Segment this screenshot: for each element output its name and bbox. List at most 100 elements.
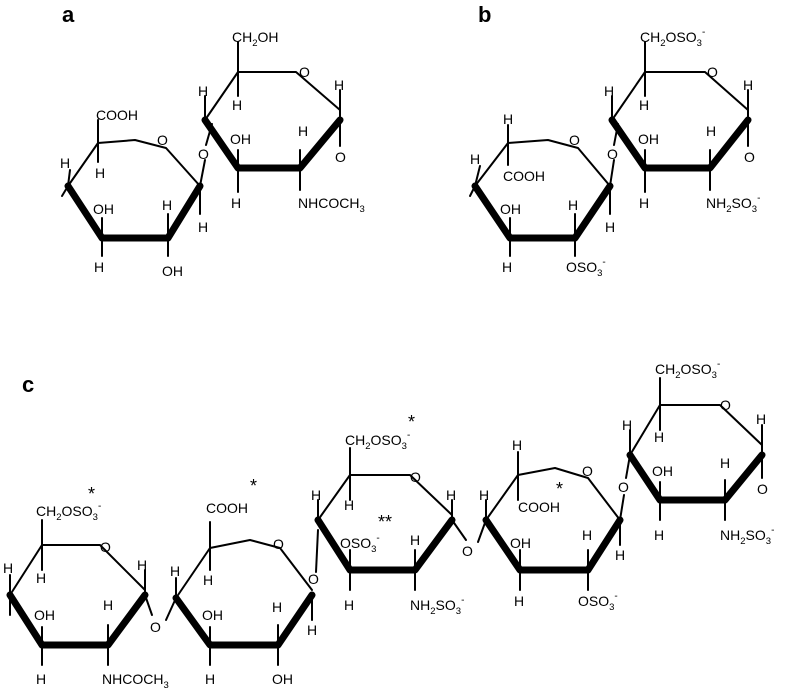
- nhcoch3-label: NHCOCH3: [298, 195, 365, 215]
- h-label: H: [198, 83, 208, 99]
- cooh-label: COOH: [518, 499, 560, 515]
- panel-c: c * CH2OSO3- O H H H OH H H NHCOCH3 O: [3, 359, 774, 690]
- anomeric-oxygen-label: O: [744, 149, 755, 165]
- h-label: H: [94, 259, 104, 275]
- sulfation-asterisk: *: [408, 412, 415, 432]
- glycosidic-oxygen-label: O: [150, 619, 161, 635]
- ring-oxygen-label: O: [720, 397, 731, 413]
- panel-c-ring-3: [314, 447, 467, 591]
- h-label: H: [512, 437, 522, 453]
- glycosidic-oxygen-label: O: [198, 146, 209, 162]
- h-label: H: [3, 560, 13, 576]
- h-label: H: [205, 671, 215, 687]
- cooh-label: COOH: [503, 168, 545, 184]
- oh-label: OH: [230, 131, 251, 147]
- oh-label: OH: [510, 535, 531, 551]
- h-label: H: [654, 527, 664, 543]
- ring-oxygen-label: O: [582, 463, 593, 479]
- h-label: H: [36, 570, 46, 586]
- ch2oso3-label: CH2OSO3-: [640, 27, 705, 49]
- h-label: H: [582, 527, 592, 543]
- h-label: H: [170, 563, 180, 579]
- sulfation-asterisk: *: [250, 476, 257, 496]
- ch2oso3-label: CH2OSO3-: [345, 430, 410, 452]
- h-label: H: [232, 97, 242, 113]
- panel-b: b H H COOH O OH H H H OSO3- O: [469, 2, 760, 279]
- panel-b-glucosamine-ring: [608, 41, 752, 193]
- h-label: H: [514, 593, 524, 609]
- panel-a-uronic-ring: [61, 119, 206, 257]
- h-label: H: [479, 487, 489, 503]
- panel-b-label: b: [478, 2, 491, 27]
- panel-a-label: a: [62, 2, 75, 27]
- panel-c-label: c: [22, 372, 34, 397]
- ring-oxygen-label: O: [707, 64, 718, 80]
- cooh-label: COOH: [96, 107, 138, 123]
- oso3-label: OSO3-: [340, 533, 380, 555]
- glycosidic-oxygen-label: O: [462, 543, 473, 559]
- h-label: H: [334, 77, 344, 93]
- oh-label: OH: [34, 607, 55, 623]
- sulfation-asterisk: *: [556, 479, 563, 499]
- ch2oso3-label: CH2OSO3-: [36, 501, 101, 523]
- h-label: H: [743, 77, 753, 93]
- oh-label: OH: [272, 671, 293, 687]
- panel-b-iduronic-ring: [469, 124, 615, 257]
- h-label: H: [162, 197, 172, 213]
- anomeric-oxygen-label: O: [335, 149, 346, 165]
- ch2oso3-label: CH2OSO3-: [655, 359, 720, 381]
- 3-o-sulfation-asterisks: **: [378, 512, 392, 532]
- h-label: H: [622, 417, 632, 433]
- h-label: H: [198, 219, 208, 235]
- ring-oxygen-label: O: [569, 132, 580, 148]
- h-label: H: [307, 622, 317, 638]
- nhcoch3-label: NHCOCH3: [102, 671, 169, 690]
- h-label: H: [344, 497, 354, 513]
- h-label: H: [470, 151, 480, 167]
- sulfation-asterisk: *: [88, 484, 95, 504]
- h-label: H: [410, 532, 420, 548]
- glycosidic-oxygen-label: O: [607, 146, 618, 162]
- ring-oxygen-label: O: [100, 539, 111, 555]
- h-label: H: [756, 411, 766, 427]
- h-label: H: [604, 83, 614, 99]
- anomeric-oxygen-label: O: [757, 481, 768, 497]
- h-label: H: [344, 597, 354, 613]
- h-label: H: [639, 195, 649, 211]
- h-label: H: [615, 547, 625, 563]
- h-label: H: [639, 97, 649, 113]
- ring-oxygen-label: O: [157, 132, 168, 148]
- glycosidic-oxygen-label: O: [308, 571, 319, 587]
- ring-oxygen-label: O: [273, 536, 284, 552]
- nh2so3-label: NH2SO3-: [410, 595, 464, 617]
- oh-label: OH: [93, 201, 114, 217]
- h-label: H: [137, 557, 147, 573]
- h-label: H: [654, 429, 664, 445]
- panel-c-ring-2: [172, 521, 316, 666]
- oh-label: OH: [652, 463, 673, 479]
- panel-a: a COOH H H O OH H OH H H O: [60, 2, 365, 279]
- oso3-label: OSO3-: [566, 257, 606, 279]
- h-label: H: [60, 155, 70, 171]
- h-label: H: [231, 195, 241, 211]
- ch2oh-label: CH2OH: [232, 29, 279, 49]
- panel-a-glucosamine-ring: [201, 41, 344, 193]
- nh2so3-label: NH2SO3-: [720, 525, 774, 547]
- h-label: H: [272, 599, 282, 615]
- h-label: H: [720, 455, 730, 471]
- h-label: H: [103, 597, 113, 613]
- panel-c-ring-1: [6, 519, 153, 666]
- h-label: H: [311, 487, 321, 503]
- ring-oxygen-label: O: [410, 469, 421, 485]
- oso3-label: OSO3-: [578, 591, 618, 613]
- h-label: H: [95, 165, 105, 181]
- h-label: H: [36, 671, 46, 687]
- nh2so3-label: NH2SO3-: [706, 193, 760, 215]
- oh-label: OH: [500, 201, 521, 217]
- oh-label: OH: [202, 607, 223, 623]
- h-label: H: [706, 123, 716, 139]
- glycosidic-oxygen-label: O: [618, 479, 629, 495]
- h-label: H: [503, 111, 513, 127]
- panel-c-ring-4: [482, 451, 625, 591]
